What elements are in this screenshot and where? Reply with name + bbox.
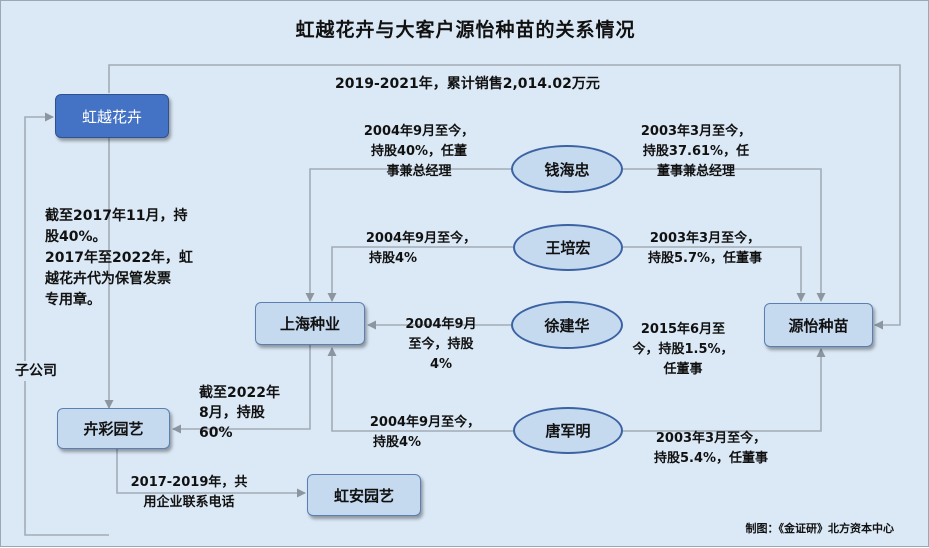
line-qian-to-shanghai (305, 168, 511, 302)
label-shanghai-to-bencai: 截至2022年 8月，持股 60% (199, 385, 280, 441)
line-subsidiary-to-hongyue (24, 112, 109, 536)
footer-credit: 制图：《金证研》北方资本中心 (745, 522, 895, 535)
line-hongyue-to-yuanyi (108, 64, 901, 330)
node-hongan: 虹安园艺 (307, 474, 421, 516)
line-tang-to-yuanyi (623, 348, 826, 432)
node-wang: 王培宏 (513, 224, 623, 271)
label-wang-right: 2003年3月至今，持股5.7%，任董事 (647, 231, 763, 266)
label-shared-phone: 2017-2019年，共用企业联系电话 (130, 475, 248, 510)
line-tang-to-shanghai (327, 347, 513, 432)
label-tang-left: 2004年9月至今，持股4% (369, 415, 481, 450)
diagram-title: 虹越花卉与大客户源怡种苗的关系情况 (295, 19, 636, 41)
label-xu-right: 2015年6月至今，持股1.5%，任董事 (632, 322, 734, 377)
node-yuanyi: 源怡种苗 (764, 303, 873, 347)
label-subsidiary: 子公司 (13, 361, 59, 381)
label-tang-right: 2003年3月至今，持股5.4%，任董事 (653, 431, 769, 466)
line-wang-to-yuanyi (623, 246, 806, 302)
label-hongyue-to-bencai: 截至2017年11月，持 股40%。 2017年至2022年，虹 越花卉代为保管… (45, 208, 193, 308)
node-xu: 徐建华 (511, 301, 623, 349)
line-qian-to-yuanyi (623, 168, 826, 302)
line-shanghai-to-bencai (172, 345, 311, 434)
label-top-sales: 2019-2021年，累计销售2,014.02万元 (335, 76, 600, 92)
node-shanghai: 上海种业 (255, 302, 365, 345)
node-qian: 钱海忠 (511, 145, 623, 193)
node-bencai: 卉彩园艺 (57, 408, 170, 449)
node-hongyue: 虹越花卉 (55, 94, 169, 138)
node-tang: 唐军明 (513, 407, 623, 454)
line-wang-to-shanghai (327, 246, 513, 302)
label-wang-left: 2004年9月至今，持股4% (365, 231, 477, 266)
label-qian-left: 2004年9月至今，持股40%，任董事兼总经理 (363, 124, 475, 179)
label-qian-right: 2003年3月至今，持股37.61%，任董事兼总经理 (640, 124, 752, 179)
line-bencai-hongan (112, 441, 306, 498)
